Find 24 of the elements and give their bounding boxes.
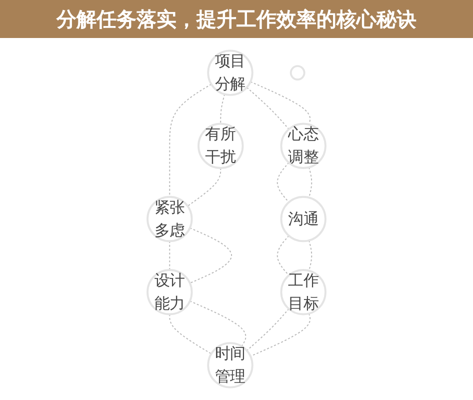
connector (308, 166, 312, 198)
node-circle: 工作目标 (280, 269, 326, 316)
connector (220, 94, 226, 124)
node-circle (290, 65, 306, 80)
node-circle: 心态调整 (280, 122, 326, 169)
node-circle: 沟通 (280, 196, 326, 242)
title: 分解任务落实，提升工作效率的核心秘诀 (0, 0, 473, 38)
connector (250, 313, 311, 357)
connector (189, 227, 232, 284)
node-circle: 时间管理 (207, 342, 254, 388)
connector (169, 314, 212, 354)
connector (308, 240, 312, 272)
connector (169, 84, 212, 198)
connector (189, 300, 246, 347)
connector (276, 162, 290, 203)
node-circle: 有所干扰 (198, 122, 244, 169)
connector (169, 240, 170, 270)
node-circle: 设计能力 (146, 269, 193, 316)
node-circle: 紧张多虑 (146, 196, 193, 242)
connector (276, 235, 290, 276)
connector (246, 308, 290, 352)
connector (246, 86, 290, 130)
connector (187, 168, 222, 207)
node-circle: 项目分解 (207, 50, 254, 96)
